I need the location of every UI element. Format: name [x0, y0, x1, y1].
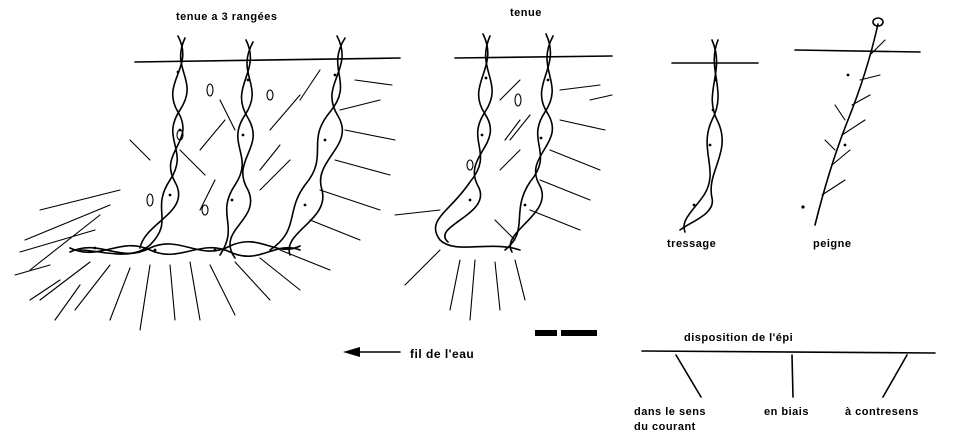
groyne-downstream: [676, 355, 701, 397]
groyne-upstream: [883, 355, 907, 397]
scale-bar: [535, 330, 597, 336]
arrow-left-icon: [343, 347, 400, 357]
water-surface-line-left: [135, 58, 400, 62]
water-surface-line-middle: [455, 56, 612, 58]
water-surface-line-comb: [795, 50, 920, 52]
three-row-hold-drawing: [15, 36, 400, 330]
braiding-comb-drawings: [672, 18, 920, 232]
groyne-arrangement-drawing: [642, 351, 935, 397]
single-hold-drawing: [395, 34, 612, 320]
groyne-oblique: [792, 355, 793, 397]
